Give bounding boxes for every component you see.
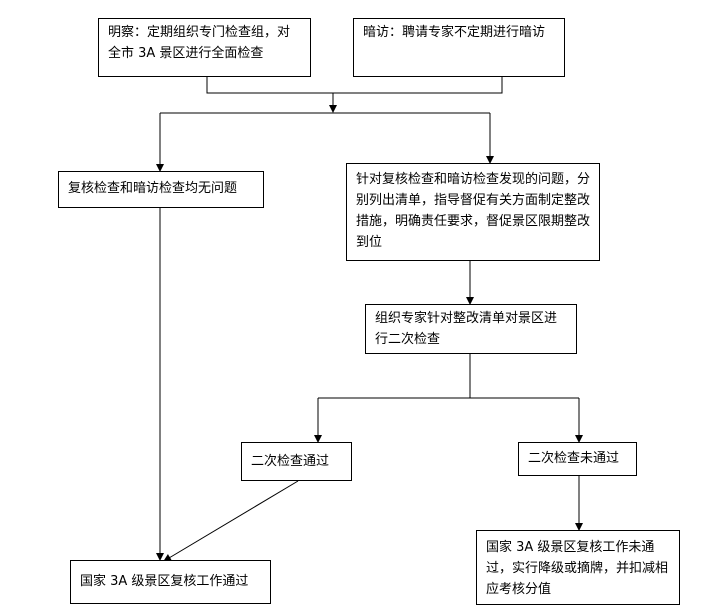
final-passed-text: 国家 3A 级景区复核工作通过 bbox=[80, 574, 249, 589]
overt-inspection-text: 明察：定期组织专门检查组，对全市 3A 景区进行全面检查 bbox=[108, 25, 291, 61]
second-passed-box: 二次检查通过 bbox=[241, 442, 352, 481]
second-failed-text: 二次检查未通过 bbox=[528, 451, 620, 466]
overt-inspection-box: 明察：定期组织专门检查组，对全市 3A 景区进行全面检查 bbox=[98, 18, 311, 77]
final-passed-box: 国家 3A 级景区复核工作通过 bbox=[70, 560, 271, 604]
no-issues-text: 复核检查和暗访检查均无问题 bbox=[68, 181, 238, 196]
arrow-passed-to-final bbox=[163, 480, 299, 562]
no-issues-box: 复核检查和暗访检查均无问题 bbox=[58, 171, 264, 208]
second-inspection-text: 组织专家针对整改清单对景区进行二次检查 bbox=[375, 311, 558, 347]
second-inspection-box: 组织专家针对整改清单对景区进行二次检查 bbox=[365, 304, 577, 354]
second-passed-text: 二次检查通过 bbox=[251, 454, 330, 469]
second-failed-box: 二次检查未通过 bbox=[518, 442, 637, 476]
covert-visit-text: 暗访：聘请专家不定期进行暗访 bbox=[363, 25, 546, 40]
issues-found-text: 针对复核检查和暗访检查发现的问题，分别列出清单，指导督促有关方面制定整改措施，明… bbox=[356, 172, 591, 250]
issues-found-box: 针对复核检查和暗访检查发现的问题，分别列出清单，指导督促有关方面制定整改措施，明… bbox=[346, 163, 600, 261]
covert-visit-box: 暗访：聘请专家不定期进行暗访 bbox=[353, 18, 565, 77]
final-failed-box: 国家 3A 级景区复核工作未通过，实行降级或摘牌，并扣减相应考核分值 bbox=[476, 530, 680, 605]
connector-merge-top bbox=[206, 77, 503, 94]
final-failed-text: 国家 3A 级景区复核工作未通过，实行降级或摘牌，并扣减相应考核分值 bbox=[486, 540, 669, 597]
